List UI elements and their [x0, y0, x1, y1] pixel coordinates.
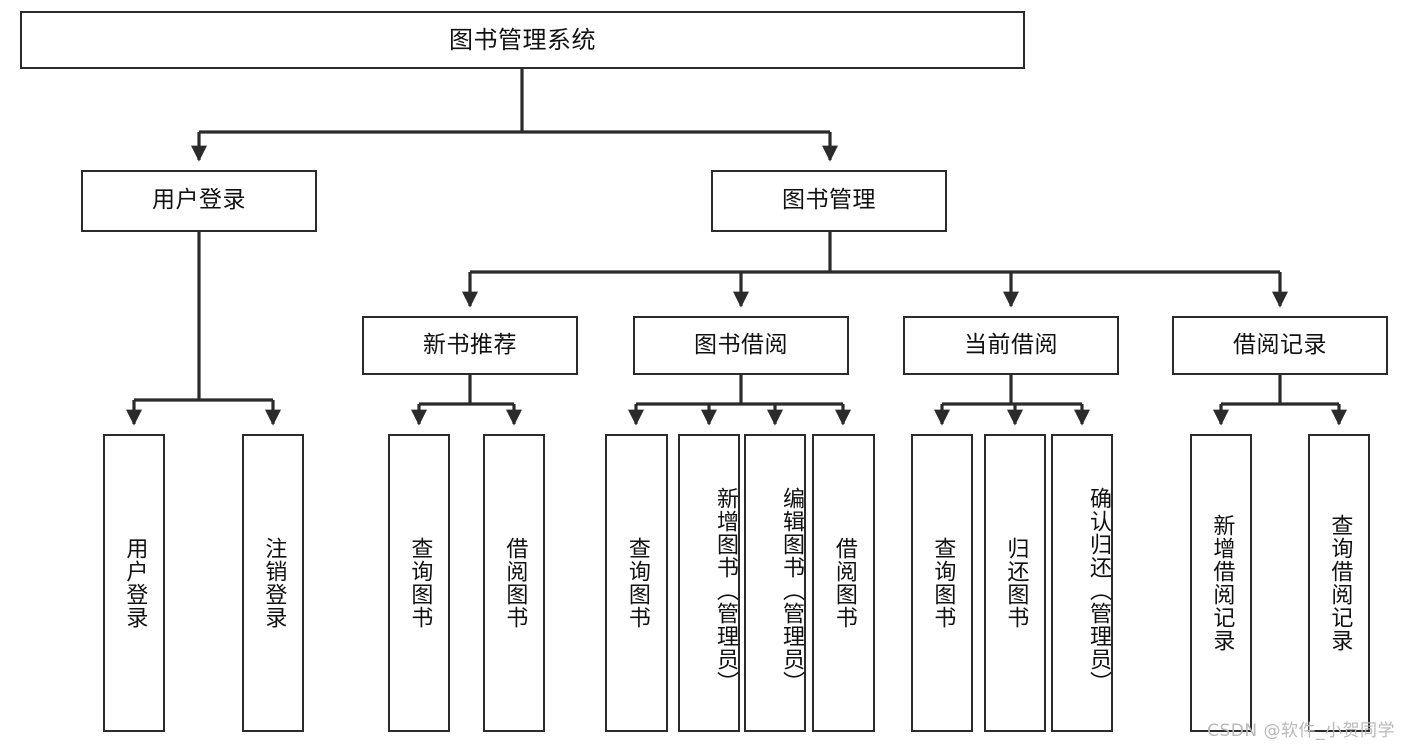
node-book-borrow-label: 图书借阅	[694, 331, 788, 358]
csdn-watermark: CSDN @软件_小贺同学	[1207, 721, 1395, 741]
node-leaf-edit-book-label: 编辑图书（管理员）	[779, 486, 804, 694]
node-leaf-borrow-book-1[interactable]: 借阅图书	[483, 434, 545, 732]
node-leaf-query-book-2[interactable]: 查询图书	[605, 434, 668, 732]
node-book-borrow[interactable]: 图书借阅	[633, 316, 849, 375]
node-leaf-borrow-book-2-label: 借阅图书	[831, 537, 857, 629]
node-leaf-return-book-label: 归还图书	[1003, 537, 1029, 629]
node-current-borrow[interactable]: 当前借阅	[903, 316, 1119, 375]
node-leaf-user-login[interactable]: 用户登录	[103, 434, 165, 732]
node-leaf-query-book-3-label: 查询图书	[930, 537, 956, 629]
node-leaf-confirm-return-label: 确认归还（管理员）	[1086, 486, 1111, 694]
node-leaf-query-book-1[interactable]: 查询图书	[388, 434, 450, 732]
node-leaf-query-book-3[interactable]: 查询图书	[911, 434, 973, 732]
node-leaf-add-record[interactable]: 新增借阅记录	[1190, 434, 1252, 732]
node-leaf-query-record[interactable]: 查询借阅记录	[1308, 434, 1370, 732]
node-leaf-borrow-book-2[interactable]: 借阅图书	[812, 434, 875, 732]
node-leaf-logout-label: 注销登录	[261, 537, 287, 629]
node-user-login-label: 用户登录	[152, 187, 246, 214]
node-new-book-recommend[interactable]: 新书推荐	[362, 316, 578, 375]
node-leaf-query-book-2-label: 查询图书	[624, 537, 650, 629]
node-leaf-borrow-book-1-label: 借阅图书	[502, 537, 528, 629]
node-leaf-query-record-label: 查询借阅记录	[1327, 514, 1353, 652]
node-leaf-edit-book[interactable]: 编辑图书（管理员）	[744, 434, 806, 732]
node-leaf-add-book-label: 新增图书（管理员）	[713, 486, 738, 694]
node-user-login[interactable]: 用户登录	[81, 170, 317, 232]
node-book-manage-label: 图书管理	[782, 187, 876, 214]
node-root-label: 图书管理系统	[449, 25, 596, 54]
node-new-book-recommend-label: 新书推荐	[423, 331, 517, 358]
node-leaf-user-login-label: 用户登录	[122, 537, 148, 629]
node-current-borrow-label: 当前借阅	[964, 331, 1058, 358]
node-leaf-confirm-return[interactable]: 确认归还（管理员）	[1051, 434, 1113, 732]
node-borrow-record[interactable]: 借阅记录	[1172, 316, 1388, 375]
node-leaf-return-book[interactable]: 归还图书	[984, 434, 1046, 732]
node-leaf-query-book-1-label: 查询图书	[407, 537, 433, 629]
node-leaf-logout[interactable]: 注销登录	[242, 434, 304, 732]
node-borrow-record-label: 借阅记录	[1233, 331, 1327, 358]
node-leaf-add-book[interactable]: 新增图书（管理员）	[678, 434, 740, 732]
node-root[interactable]: 图书管理系统	[20, 11, 1025, 69]
node-leaf-add-record-label: 新增借阅记录	[1209, 514, 1235, 652]
node-book-manage[interactable]: 图书管理	[711, 170, 947, 232]
